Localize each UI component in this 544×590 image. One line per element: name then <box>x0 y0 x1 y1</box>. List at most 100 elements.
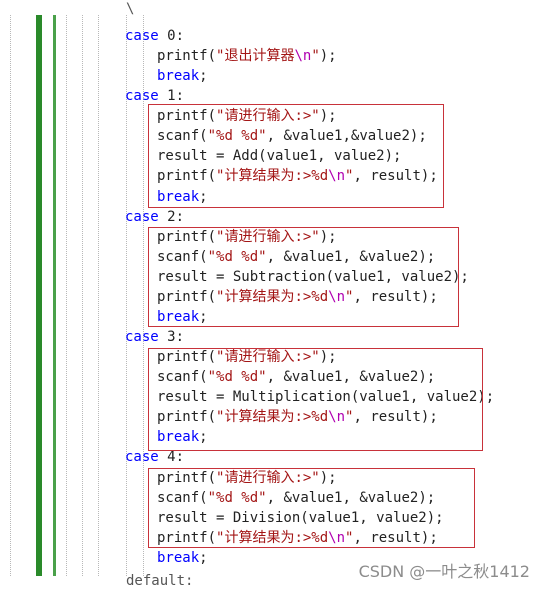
keyword-token: break <box>157 68 200 85</box>
highlight-box-case-2 <box>148 227 459 327</box>
code-token: ); <box>319 228 337 245</box>
string-token: "计算结果为:>%d <box>216 288 329 305</box>
function-token: scanf <box>157 248 200 265</box>
code-token: 3: <box>158 329 185 346</box>
code-line[interactable]: break; <box>157 427 208 447</box>
function-token: printf <box>157 108 208 125</box>
function-token: printf <box>157 529 208 546</box>
code-token: ; <box>199 308 208 325</box>
code-line[interactable]: printf("计算结果为:>%d\n", result); <box>157 407 438 427</box>
string-token: "计算结果为:>%d <box>216 529 329 546</box>
function-token: printf <box>157 349 208 366</box>
code-token: ); <box>319 48 337 65</box>
code-line[interactable]: scanf("%d %d", &value1, &value2); <box>157 247 435 267</box>
change-marker-bar-thin <box>53 15 56 576</box>
code-line[interactable]: printf("请进行输入:>"); <box>157 227 337 247</box>
code-fragment-top: \ <box>126 1 135 17</box>
indent-guide <box>10 15 11 576</box>
function-token: scanf <box>157 369 200 386</box>
code-line[interactable]: printf("请进行输入:>"); <box>157 468 337 488</box>
keyword-token: break <box>157 308 200 325</box>
function-token: printf <box>157 288 208 305</box>
code-token: , result); <box>353 168 438 185</box>
string-token: "计算结果为:>%d <box>216 409 329 426</box>
code-token: ( <box>207 168 217 185</box>
code-line[interactable]: printf("计算结果为:>%d\n", result); <box>157 287 438 307</box>
code-line[interactable]: printf("退出计算器\n"); <box>157 46 337 66</box>
code-line[interactable]: scanf("%d %d", &value1,&value2); <box>157 126 427 146</box>
string-token: "退出计算器 <box>216 48 295 65</box>
code-token: ); <box>319 108 337 125</box>
code-token: , &value1,&value2); <box>266 128 427 145</box>
code-token: ( <box>207 529 217 546</box>
code-token: ( <box>207 288 217 305</box>
string-token: "%d %d" <box>207 248 267 265</box>
code-line[interactable]: case 1: <box>125 86 184 106</box>
function-token: printf <box>157 409 208 426</box>
function-token: scanf <box>157 128 200 145</box>
code-token: 4: <box>158 449 185 466</box>
function-token: printf <box>157 469 208 486</box>
code-line[interactable]: printf("请进行输入:>"); <box>157 347 337 367</box>
code-token: ( <box>199 369 208 386</box>
string-token: "请进行输入:>" <box>216 108 320 125</box>
code-token: result = Add(value1, value2); <box>157 148 402 165</box>
highlight-box-case-1 <box>148 104 444 208</box>
code-token: ( <box>207 469 217 486</box>
indent-guide <box>143 15 144 576</box>
code-line[interactable]: printf("请进行输入:>"); <box>157 106 337 126</box>
code-line[interactable]: break; <box>157 66 208 86</box>
code-token: , result); <box>353 529 438 546</box>
code-token: ( <box>207 48 217 65</box>
highlight-box-case-4 <box>148 468 475 548</box>
code-line[interactable]: result = Subtraction(value1, value2); <box>157 267 469 287</box>
string-token: " <box>345 529 354 546</box>
code-token: , &value1, &value2); <box>266 248 436 265</box>
code-token: 2: <box>158 208 185 225</box>
code-line[interactable]: break; <box>157 548 208 568</box>
escape-token: \n <box>328 168 346 185</box>
code-token: , result); <box>353 288 438 305</box>
code-token: ( <box>199 248 208 265</box>
code-line[interactable]: result = Multiplication(value1, value2); <box>157 387 494 407</box>
escape-token: \n <box>328 529 346 546</box>
string-token: "%d %d" <box>207 489 267 506</box>
code-token: ; <box>199 68 208 85</box>
code-line[interactable]: printf("计算结果为:>%d\n", result); <box>157 528 438 548</box>
string-token: " <box>345 168 354 185</box>
code-token: ); <box>319 349 337 366</box>
code-line[interactable]: case 4: <box>125 447 184 467</box>
code-line[interactable]: result = Division(value1, value2); <box>157 508 444 528</box>
escape-token: \n <box>328 288 346 305</box>
string-token: "计算结果为:>%d <box>216 168 329 185</box>
keyword-token: break <box>157 549 200 566</box>
code-token: ( <box>199 489 208 506</box>
code-line[interactable]: break; <box>157 307 208 327</box>
code-token: , &value1, &value2); <box>266 369 436 386</box>
code-line[interactable]: scanf("%d %d", &value1, &value2); <box>157 488 435 508</box>
function-token: scanf <box>157 489 200 506</box>
code-line[interactable]: case 2: <box>125 207 184 227</box>
code-token: result = Multiplication(value1, value2); <box>157 389 495 406</box>
escape-token: \n <box>328 409 346 426</box>
code-token: ( <box>207 108 217 125</box>
code-token: result = Subtraction(value1, value2); <box>157 268 469 285</box>
function-token: printf <box>157 228 208 245</box>
code-line[interactable]: case 0: <box>125 26 184 46</box>
code-line[interactable]: printf("计算结果为:>%d\n", result); <box>157 166 438 186</box>
code-token: ( <box>207 228 217 245</box>
code-token: ( <box>207 349 217 366</box>
indent-guide <box>82 15 83 576</box>
string-token: "请进行输入:>" <box>216 228 320 245</box>
code-line[interactable]: result = Add(value1, value2); <box>157 146 401 166</box>
string-token: "请进行输入:>" <box>216 469 320 486</box>
code-line[interactable]: scanf("%d %d", &value1, &value2); <box>157 367 435 387</box>
keyword-token: case <box>125 449 159 466</box>
function-token: printf <box>157 168 208 185</box>
code-line[interactable]: case 3: <box>125 327 184 347</box>
code-line[interactable]: break; <box>157 187 208 207</box>
keyword-token: case <box>125 88 159 105</box>
string-token: "请进行输入:>" <box>216 349 320 366</box>
keyword-token: break <box>157 188 200 205</box>
code-token: ; <box>199 429 208 446</box>
